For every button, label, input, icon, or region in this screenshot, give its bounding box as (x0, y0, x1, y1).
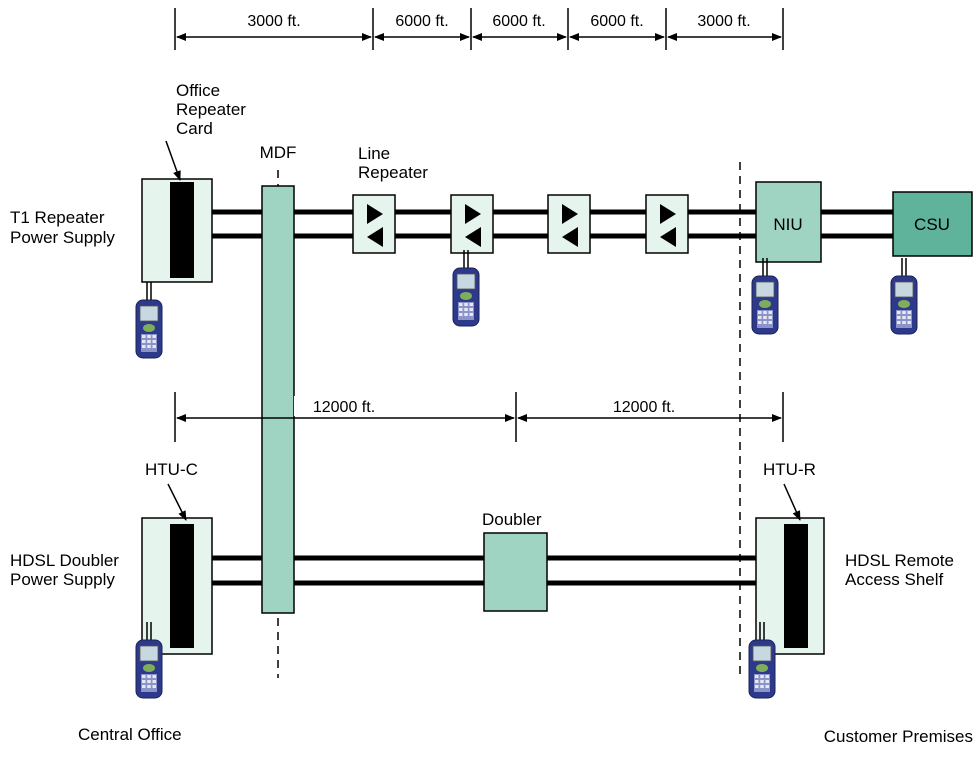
mdf-label: MDF (260, 143, 297, 162)
hdsl-remote-access-shelf (755, 517, 825, 655)
span-label: 6000 ft. (492, 13, 545, 30)
t1-repeater-power-supply (141, 178, 213, 283)
mdf-frame (261, 185, 295, 614)
handheld-tester-icon (751, 257, 779, 335)
line-repeater-4 (645, 194, 689, 254)
handheld-tester-icon (452, 249, 480, 327)
csu-box (892, 191, 973, 257)
htu-c-pointer-arrow (167, 483, 187, 521)
niu-label: NIU (773, 215, 802, 234)
line-repeater-2 (450, 194, 494, 254)
htu-r-label: HTU-R (763, 460, 816, 479)
hdsl-doubler-power-supply (141, 517, 213, 655)
customer-premises-label: Customer Premises (824, 727, 973, 746)
doubler-box (483, 532, 548, 612)
span-label: 6000 ft. (395, 13, 448, 30)
span-label: 6000 ft. (590, 13, 643, 30)
line-repeater-label: Line Repeater (358, 144, 428, 182)
htu-r-pointer-arrow (783, 483, 801, 521)
line-repeater-1 (352, 194, 396, 254)
top-dimension: 3000 ft. 6000 ft. 6000 ft. 6000 ft. 3000… (174, 8, 784, 50)
span-label: 12000 ft. (313, 399, 375, 416)
hdsl-remote-access-shelf-label: HDSL Remote Access Shelf (845, 551, 959, 589)
span-label: 3000 ft. (247, 13, 300, 30)
csu-label: CSU (914, 215, 950, 234)
hdsl-doubler-power-supply-label: HDSL Doubler Power Supply (10, 551, 124, 589)
niu-box (755, 181, 822, 263)
office-repeater-card-label: Office Repeater Card (176, 81, 251, 138)
span-label: 3000 ft. (697, 13, 750, 30)
htu-c-label: HTU-C (145, 460, 198, 479)
t1-power-supply-label: T1 Repeater Power Supply (10, 208, 115, 247)
span-label: 12000 ft. (613, 399, 675, 416)
middle-dimension: 12000 ft. 12000 ft. (174, 392, 784, 442)
handheld-tester-icon (890, 257, 918, 335)
line-repeater-3 (547, 194, 591, 254)
card-pointer-arrow (165, 140, 181, 181)
handheld-tester-icon (135, 281, 163, 359)
doubler-label: Doubler (482, 510, 542, 529)
central-office-label: Central Office (78, 725, 182, 744)
